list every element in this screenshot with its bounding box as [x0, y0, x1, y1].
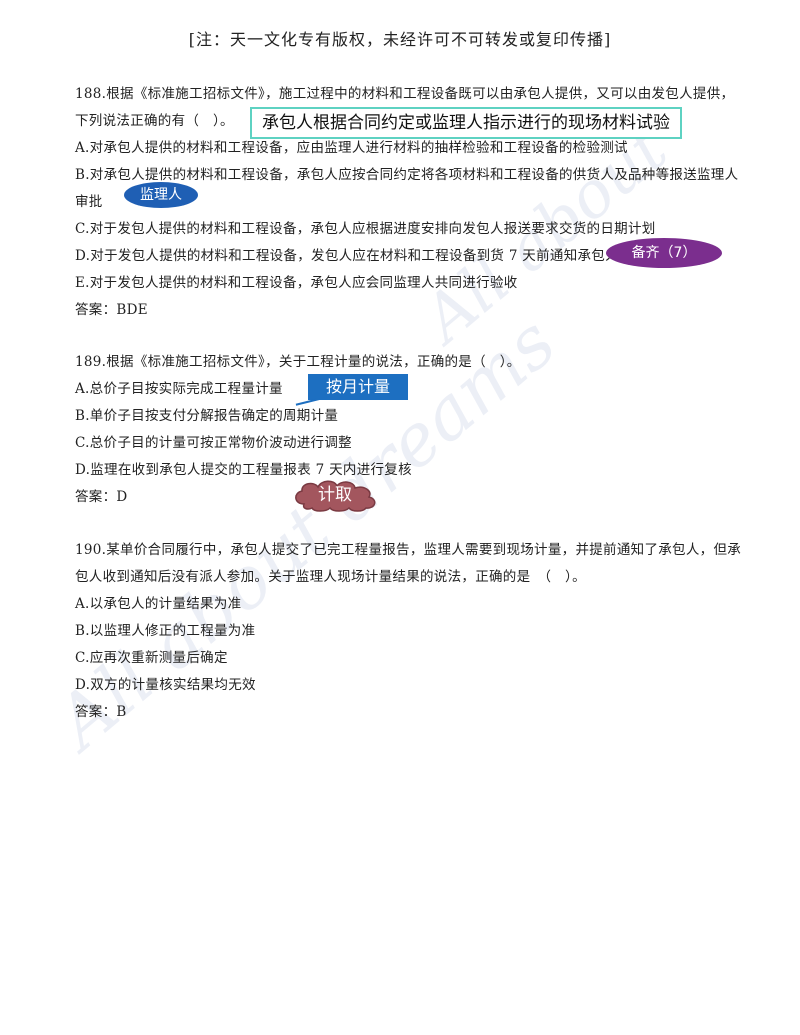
- option-a: A.以承包人的计量结果为准: [75, 596, 242, 612]
- option-a: A.总价子目按实际完成工程量计量: [75, 381, 283, 397]
- answer: 答案：BDE: [75, 302, 148, 318]
- option-b: B.对承包人提供的材料和工程设备，承包人应按合同约定将各项材料和工程设备的供货人…: [75, 167, 739, 183]
- option-b: B.单价子目按支付分解报告确定的周期计量: [75, 408, 339, 424]
- annotation-oval-ready: 备齐（7）: [606, 238, 722, 268]
- option-c: C.总价子目的计量可按正常物价波动进行调整: [75, 435, 352, 451]
- annotation-oval-supervisor: 监理人: [124, 182, 198, 208]
- cloud-label: 计取: [318, 485, 352, 505]
- question-stem-line: 下列说法正确的有（ ）。: [75, 113, 234, 129]
- option-c: C.对于发包人提供的材料和工程设备，承包人应根据进度安排向发包人报送要求交货的日…: [75, 221, 656, 237]
- option-d: D.监理在收到承包人提交的工程量报表 7 天内进行复核: [75, 462, 412, 478]
- question-stem-line: 包人收到通知后没有派人参加。关于监理人现场计量结果的说法，正确的是 （ ）。: [75, 569, 586, 585]
- annotation-box-material-test: 承包人根据合同约定或监理人指示进行的现场材料试验: [250, 107, 682, 139]
- annotation-cloud-charge: 计取: [290, 478, 380, 512]
- option-c: C.应再次重新测量后确定: [75, 650, 228, 666]
- question-stem-line: 189.根据《标准施工招标文件》，关于工程计量的说法，正确的是（ ）。: [75, 354, 521, 370]
- question-stem-line: 190.某单价合同履行中，承包人提交了已完工程量报告，监理人需要到现场计量，并提…: [75, 542, 742, 558]
- answer: 答案：B: [75, 704, 127, 720]
- option-d: D.对于发包人提供的材料和工程设备，发包人应在材料和工程设备到货 7 天前通知承…: [75, 248, 619, 264]
- option-a: A.对承包人提供的材料和工程设备，应由监理人进行材料的抽样检验和工程设备的检验测…: [75, 140, 628, 156]
- option-e: E.对于发包人提供的材料和工程设备，承包人应会同监理人共同进行验收: [75, 275, 518, 291]
- question-stem-line: 188.根据《标准施工招标文件》，施工过程中的材料和工程设备既可以由承包人提供，…: [75, 86, 735, 102]
- option-b-continued: 审批: [75, 194, 103, 210]
- option-d: D.双方的计量核实结果均无效: [75, 677, 256, 693]
- answer: 答案：D: [75, 489, 128, 505]
- cloud-shape: [295, 480, 376, 512]
- option-b: B.以监理人修正的工程量为准: [75, 623, 256, 639]
- annotation-callout-monthly: 按月计量: [308, 374, 408, 400]
- copyright-notice: [注：天一文化专有版权，未经许可不可转发或复印传播]: [188, 30, 612, 49]
